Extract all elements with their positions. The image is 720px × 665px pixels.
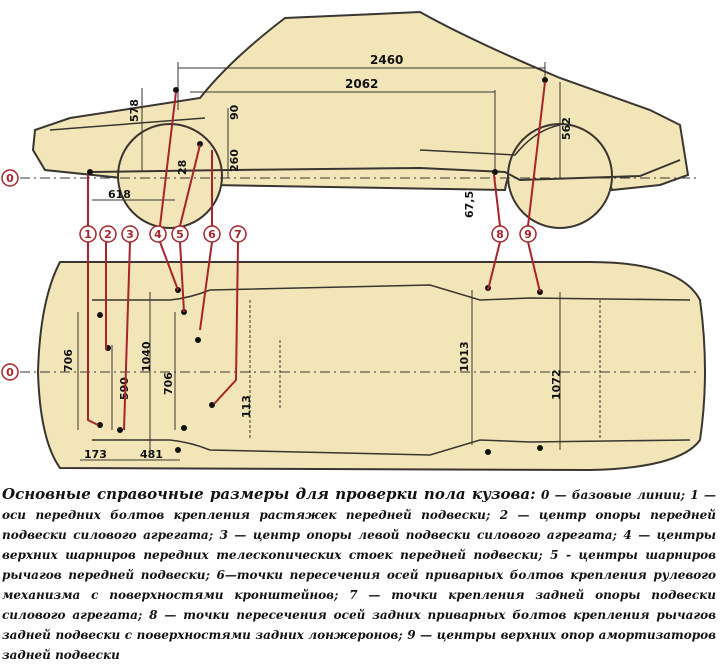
marker-1: 1 bbox=[84, 228, 92, 241]
dim-481: 481 bbox=[140, 448, 163, 461]
marker-2: 2 bbox=[104, 228, 112, 241]
dim-260: 260 bbox=[228, 149, 241, 172]
caption-text: 0 — базовые линии; 1 — оси передних болт… bbox=[2, 488, 716, 662]
car-floor-outline bbox=[36, 261, 706, 472]
dim-618: 618 bbox=[108, 188, 131, 201]
dim-1040: 1040 bbox=[140, 341, 153, 372]
dim-2460: 2460 bbox=[370, 53, 403, 67]
marker-8: 8 bbox=[496, 228, 504, 241]
dim-67-5: 67,5 bbox=[463, 191, 476, 218]
dim-1072: 1072 bbox=[550, 369, 563, 400]
side-floor-line bbox=[89, 159, 681, 182]
marker-7: 7 bbox=[234, 228, 242, 241]
marker-5: 5 bbox=[176, 228, 184, 241]
marker-3: 3 bbox=[126, 228, 134, 241]
front-wheel bbox=[117, 123, 223, 229]
dim-562: 562 bbox=[560, 117, 573, 140]
zero-marker-bottom: 0 bbox=[6, 366, 14, 379]
diagram-svg: 0 2460 2062 578 90 260 28 618 562 67,5 0… bbox=[1, 10, 706, 472]
zero-marker-top: 0 bbox=[6, 172, 14, 185]
dim-578: 578 bbox=[128, 99, 141, 122]
dim-706-left: 706 bbox=[62, 349, 75, 372]
dim-706-mid: 706 bbox=[162, 372, 175, 395]
marker-circles: 1 2 3 4 5 6 7 8 9 bbox=[79, 225, 537, 243]
marker-6: 6 bbox=[208, 228, 216, 241]
dim-90: 90 bbox=[228, 104, 241, 120]
caption-heading: Основные справочные размеры для проверки… bbox=[2, 485, 536, 503]
marker-9: 9 bbox=[524, 228, 532, 241]
marker-4: 4 bbox=[154, 228, 162, 241]
dim-113: 113 bbox=[240, 395, 253, 418]
dim-2062: 2062 bbox=[345, 77, 378, 91]
dim-1013: 1013 bbox=[458, 341, 471, 372]
body-floor-diagram: 0 2460 2062 578 90 260 28 618 562 67,5 0… bbox=[1, 10, 706, 472]
dim-173: 173 bbox=[84, 448, 107, 461]
figure-caption: Основные справочные размеры для проверки… bbox=[2, 484, 716, 662]
dim-28: 28 bbox=[176, 160, 189, 175]
